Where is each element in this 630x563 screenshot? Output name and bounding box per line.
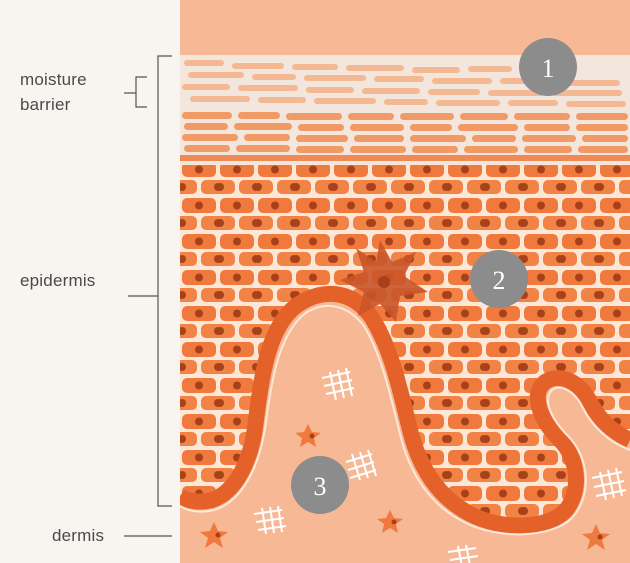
bracket-lines bbox=[124, 55, 172, 537]
label-barrier: barrier bbox=[20, 95, 71, 114]
epidermis-layer bbox=[180, 160, 630, 526]
marker-1: 1 bbox=[519, 38, 577, 96]
label-moisture: moisture bbox=[20, 70, 87, 89]
fibroblast-cells bbox=[200, 424, 610, 550]
marker-3: 3 bbox=[291, 456, 349, 514]
label-epidermis: epidermis bbox=[20, 271, 96, 290]
basal-layer bbox=[180, 286, 630, 534]
collagen-fibers bbox=[253, 367, 627, 563]
marker-2-label: 2 bbox=[493, 266, 506, 295]
label-dermis: dermis bbox=[52, 526, 105, 545]
marker-1-label: 1 bbox=[542, 54, 555, 83]
moisture-barrier-bracket bbox=[124, 76, 147, 108]
marker-3-label: 3 bbox=[314, 472, 327, 501]
marker-2: 2 bbox=[470, 250, 528, 308]
